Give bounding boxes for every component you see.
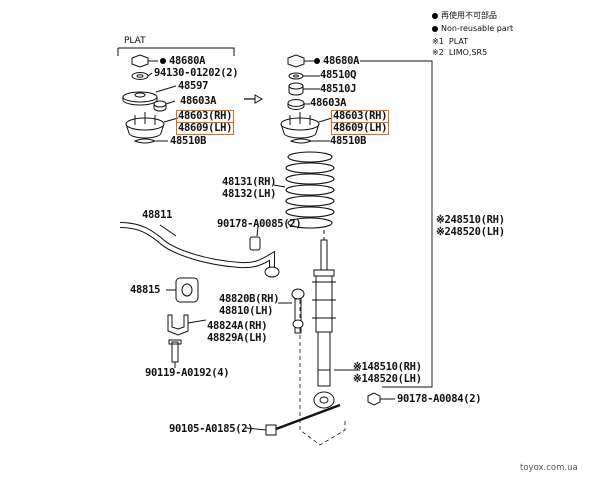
label-94130: 94130-01202(2) <box>154 67 239 79</box>
label-48810-lh: 48810(LH) <box>219 305 274 317</box>
label-absorber-lh: ※148520(LH) <box>353 373 422 385</box>
dot-icon <box>160 58 166 64</box>
plat-lower-seat <box>133 138 157 144</box>
label-assy-lh: ※248520(LH) <box>436 226 505 238</box>
label-48603-rh: 48603(RH) <box>330 110 390 123</box>
nut-90178-A0084 <box>367 392 381 406</box>
dot-icon <box>432 25 438 32</box>
label-48603-rh-plat: 48603(RH) <box>175 110 235 123</box>
label-spring-lh: 48132(LH) <box>222 188 277 200</box>
label-90178-A0085: 90178-A0085(2) <box>217 218 302 230</box>
dot-icon <box>432 12 438 19</box>
label-spring-rh: 48131(RH) <box>222 176 277 188</box>
label-48603A-plat: 48603A <box>180 95 217 107</box>
plat-washer <box>131 72 149 80</box>
dot-icon <box>314 58 320 64</box>
label-48510B: 48510B <box>330 135 367 147</box>
seat-48510B <box>289 138 313 144</box>
bolt-90105 <box>265 403 341 436</box>
bushing-48815 <box>175 277 199 303</box>
plat-upper-plate <box>122 91 158 106</box>
label-48510J: 48510J <box>320 83 357 95</box>
label-absorber-rh: ※148510(RH) <box>353 361 422 373</box>
label-48603A: 48603A <box>310 97 347 109</box>
stabilizer-bar <box>119 222 280 278</box>
label-48824A-rh: 48824A(RH) <box>207 320 268 332</box>
watermark: toyox.com.ua <box>520 463 578 473</box>
legend-note2: ※2 LIMO,SR5 <box>432 48 488 57</box>
label-48815: 48815 <box>130 284 161 296</box>
label-48510B-plat: 48510B <box>170 135 207 147</box>
legend-reuse: 再使用不可部品 <box>432 11 497 20</box>
legend-note1: ※1 PLAT <box>432 37 469 46</box>
bushing-48510J <box>288 82 304 96</box>
stab-link <box>291 288 305 334</box>
label-90105-A0185: 90105-A0185(2) <box>169 423 254 435</box>
label-48680A: 48680A <box>314 56 359 67</box>
nut-48680A <box>287 54 305 68</box>
plat-support <box>125 112 165 139</box>
nut-90178 <box>249 236 261 251</box>
plat-box <box>117 47 235 56</box>
label-48680A-plat: 48680A <box>160 56 205 67</box>
support-48603 <box>280 112 320 139</box>
label-48811: 48811 <box>142 209 173 221</box>
legend-nonreuse: Non-reusable part <box>432 24 513 33</box>
coil-spring <box>285 151 335 229</box>
label-assy-rh: ※248510(RH) <box>436 214 505 226</box>
label-48820B-rh: 48820B(RH) <box>219 293 280 305</box>
label-90178-A0084: 90178-A0084(2) <box>397 393 482 405</box>
bolt-90119 <box>168 339 182 363</box>
label-48609-lh: 48609(LH) <box>330 122 390 135</box>
label-48510Q: 48510Q <box>320 69 357 81</box>
bracket-48824A <box>167 314 207 336</box>
label-48597: 48597 <box>178 80 209 92</box>
shock-absorber <box>312 239 336 409</box>
bushing-48603A <box>287 99 305 110</box>
label-90119-A0192: 90119-A0192(4) <box>145 367 230 379</box>
label-48609-lh-plat: 48609(LH) <box>175 122 235 135</box>
plat-title: PLAT <box>124 36 146 46</box>
plat-nut <box>131 54 149 68</box>
plat-bushing <box>153 100 167 112</box>
label-48829A-lh: 48829A(LH) <box>207 332 268 344</box>
washer-48510Q <box>288 72 304 80</box>
